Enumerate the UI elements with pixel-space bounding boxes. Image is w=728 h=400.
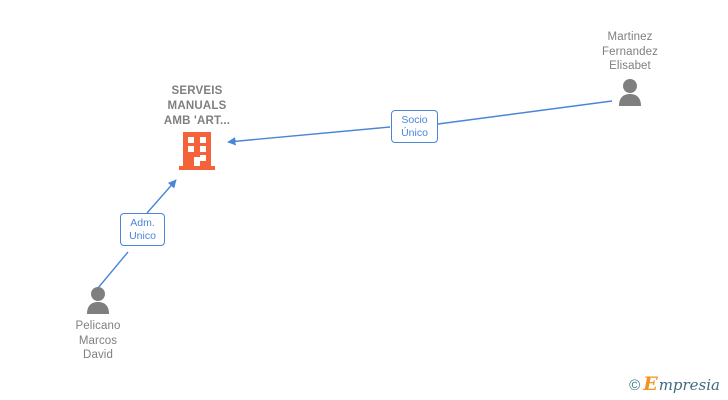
person-name-label: Pelicano Marcos David xyxy=(75,320,121,361)
edge-badge-to-company-adm xyxy=(146,179,177,214)
building-window xyxy=(200,155,206,161)
person-node-pelicano[interactable]: Pelicano Marcos David xyxy=(48,286,148,363)
person-name-label: Martinez Fernandez Elisabet xyxy=(602,31,658,72)
edge-pelicano-to-badge xyxy=(97,251,129,289)
building-window xyxy=(200,137,206,143)
building-window xyxy=(188,137,194,143)
person-node-martinez[interactable]: Martinez Fernandez Elisabet xyxy=(580,30,680,106)
company-node[interactable]: SERVEIS MANUALS AMB 'ART... xyxy=(147,84,247,170)
building-window xyxy=(188,146,194,152)
building-icon[interactable] xyxy=(179,132,215,170)
copyright-icon: © xyxy=(629,377,641,394)
person-icon[interactable] xyxy=(615,78,645,106)
edge-badge-to-company-socio xyxy=(227,126,391,146)
brand-initial: E xyxy=(643,373,658,395)
company-name-label: SERVEIS MANUALS AMB 'ART... xyxy=(163,85,231,127)
relation-badge-adm-unico[interactable]: Adm. Unico xyxy=(120,213,165,246)
relation-badge-socio-unico[interactable]: Socio Único xyxy=(391,110,438,143)
brand-name: mpresia xyxy=(658,376,720,394)
building-base xyxy=(179,166,215,170)
building-window xyxy=(200,146,206,152)
empresia-watermark: © E mpresia xyxy=(629,375,720,394)
person-icon[interactable] xyxy=(83,286,113,314)
building-door xyxy=(194,157,200,166)
